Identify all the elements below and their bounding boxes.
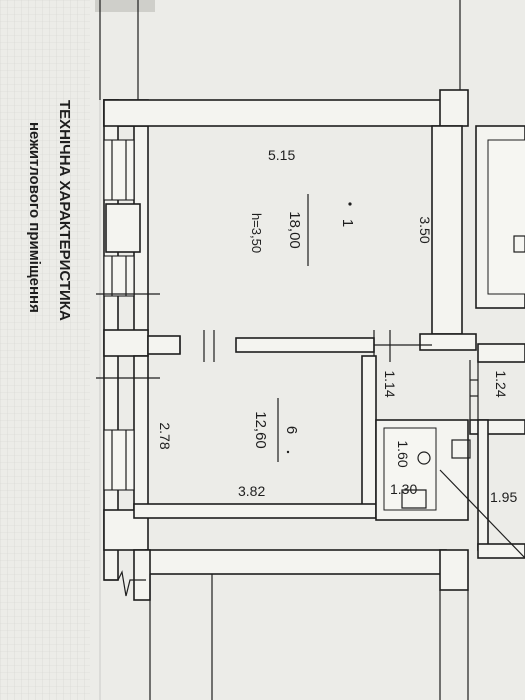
break-symbol	[104, 570, 146, 597]
window-left-3	[103, 429, 135, 491]
sink-icon	[451, 439, 471, 459]
sheet-top-edge	[95, 0, 155, 12]
room1-area: 18,00	[286, 211, 303, 249]
room6-depth-dim: 2.78	[157, 422, 173, 449]
door-leaf	[235, 337, 375, 353]
pilaster-left	[105, 203, 141, 253]
room6-area: 12,60	[252, 411, 269, 449]
dot-mark	[348, 202, 352, 206]
right-rooms	[439, 125, 525, 559]
title-line-2: нежитлового приміщення	[26, 122, 43, 313]
dot-mark	[286, 450, 290, 454]
wc-block	[375, 360, 479, 521]
right-dim-b: 1.95	[490, 489, 517, 505]
lower-walls	[104, 549, 469, 700]
wall-top	[99, 0, 469, 127]
leader-line	[439, 469, 525, 559]
right-dim-a: 1.24	[493, 370, 509, 397]
room6-number: 6	[283, 426, 300, 434]
wc-dim-a: 1.60	[395, 440, 411, 467]
room1-number: 1	[339, 219, 356, 227]
wall-right-room1	[419, 125, 477, 351]
window-left-2	[103, 255, 135, 297]
toilet-icon	[401, 489, 427, 509]
room1-width-dim: 5.15	[268, 147, 295, 163]
partition-1-6	[147, 330, 432, 362]
room1-depth-dim: 3.50	[417, 216, 433, 243]
wc-dim-b: 1.30	[390, 481, 417, 497]
corridor-dim: 1.14	[382, 370, 398, 397]
drain-icon	[417, 451, 431, 465]
grid-margin	[0, 0, 90, 700]
window-left-1	[103, 139, 135, 201]
title-line-1: ТЕХНІЧНА ХАРАКТЕРИСТИКА	[56, 100, 73, 321]
room1-height: h=3,50	[249, 213, 264, 253]
room6-width-dim: 3.82	[238, 483, 265, 499]
